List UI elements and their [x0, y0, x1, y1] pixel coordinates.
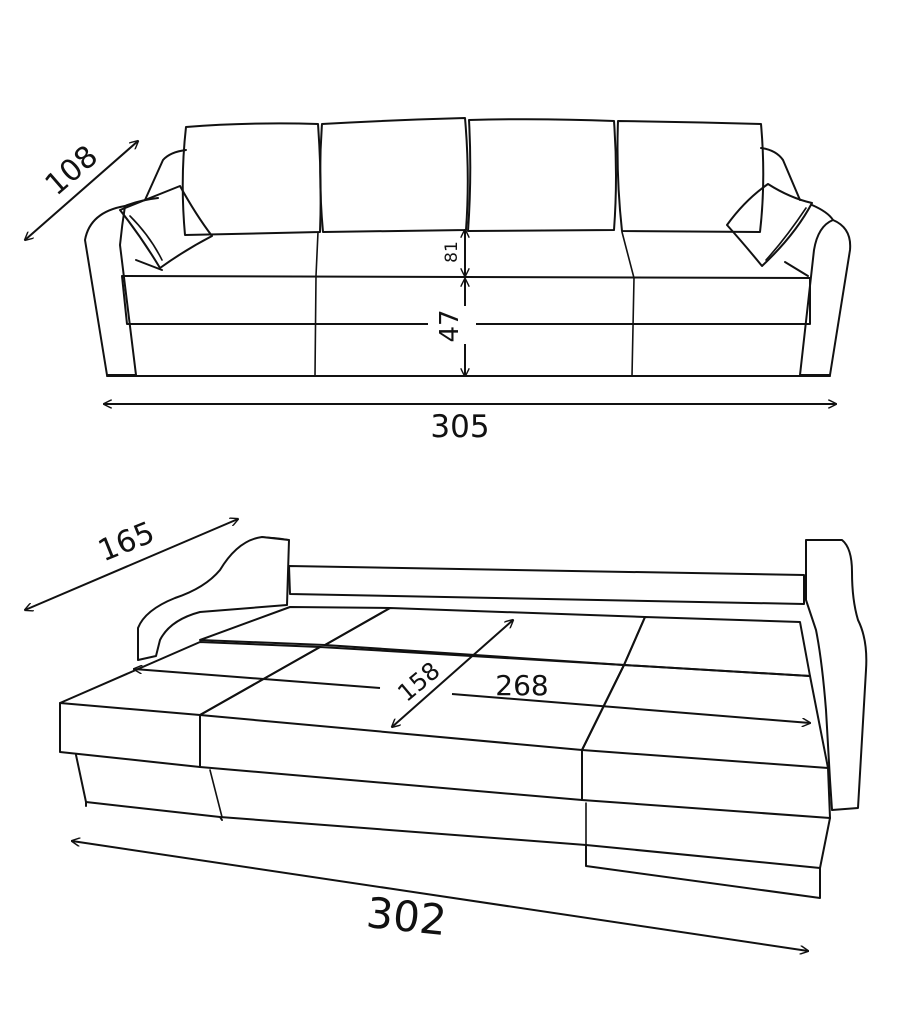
left-pillow [119, 185, 213, 269]
right-pillow [726, 183, 813, 267]
left-armrest-open [137, 536, 290, 661]
seat-height-label-47: 47 [435, 309, 465, 342]
back-cushion-4 [616, 120, 765, 233]
backrest-panel [288, 565, 805, 605]
bed-cushion-front-right [581, 664, 829, 769]
total-length-label-302: 302 [364, 888, 449, 945]
depth-arrow-108 [25, 141, 138, 240]
top-dimension-lines [25, 141, 836, 404]
bed-cushion-back-left [199, 606, 391, 646]
berth-length-label-268: 268 [495, 669, 548, 702]
depth-label-165: 165 [93, 515, 159, 569]
right-armrest-open [805, 539, 868, 811]
width-label-305: 305 [430, 409, 489, 445]
back-cushion-1 [181, 122, 322, 236]
seat-cushion-row [121, 275, 811, 325]
depth-arrow-165 [25, 519, 238, 610]
bed-dimension-lines [25, 519, 810, 951]
depth-label-108: 108 [39, 139, 105, 203]
back-cushion-2 [319, 117, 469, 233]
left-armrest [84, 205, 137, 376]
total-length-arrow-302 [72, 841, 808, 951]
berth-width-label-158: 158 [392, 656, 445, 707]
berth-length-arrow-268b [451, 693, 810, 723]
bed-base [75, 754, 831, 869]
berth-width-arrow-158 [392, 620, 513, 727]
back-cushion-3 [467, 118, 617, 232]
back-height-label-81: 81 [442, 241, 462, 263]
bed-cushion-front-left [59, 641, 321, 716]
berth-length-arrow-268a [134, 669, 381, 689]
right-armrest [799, 219, 852, 376]
